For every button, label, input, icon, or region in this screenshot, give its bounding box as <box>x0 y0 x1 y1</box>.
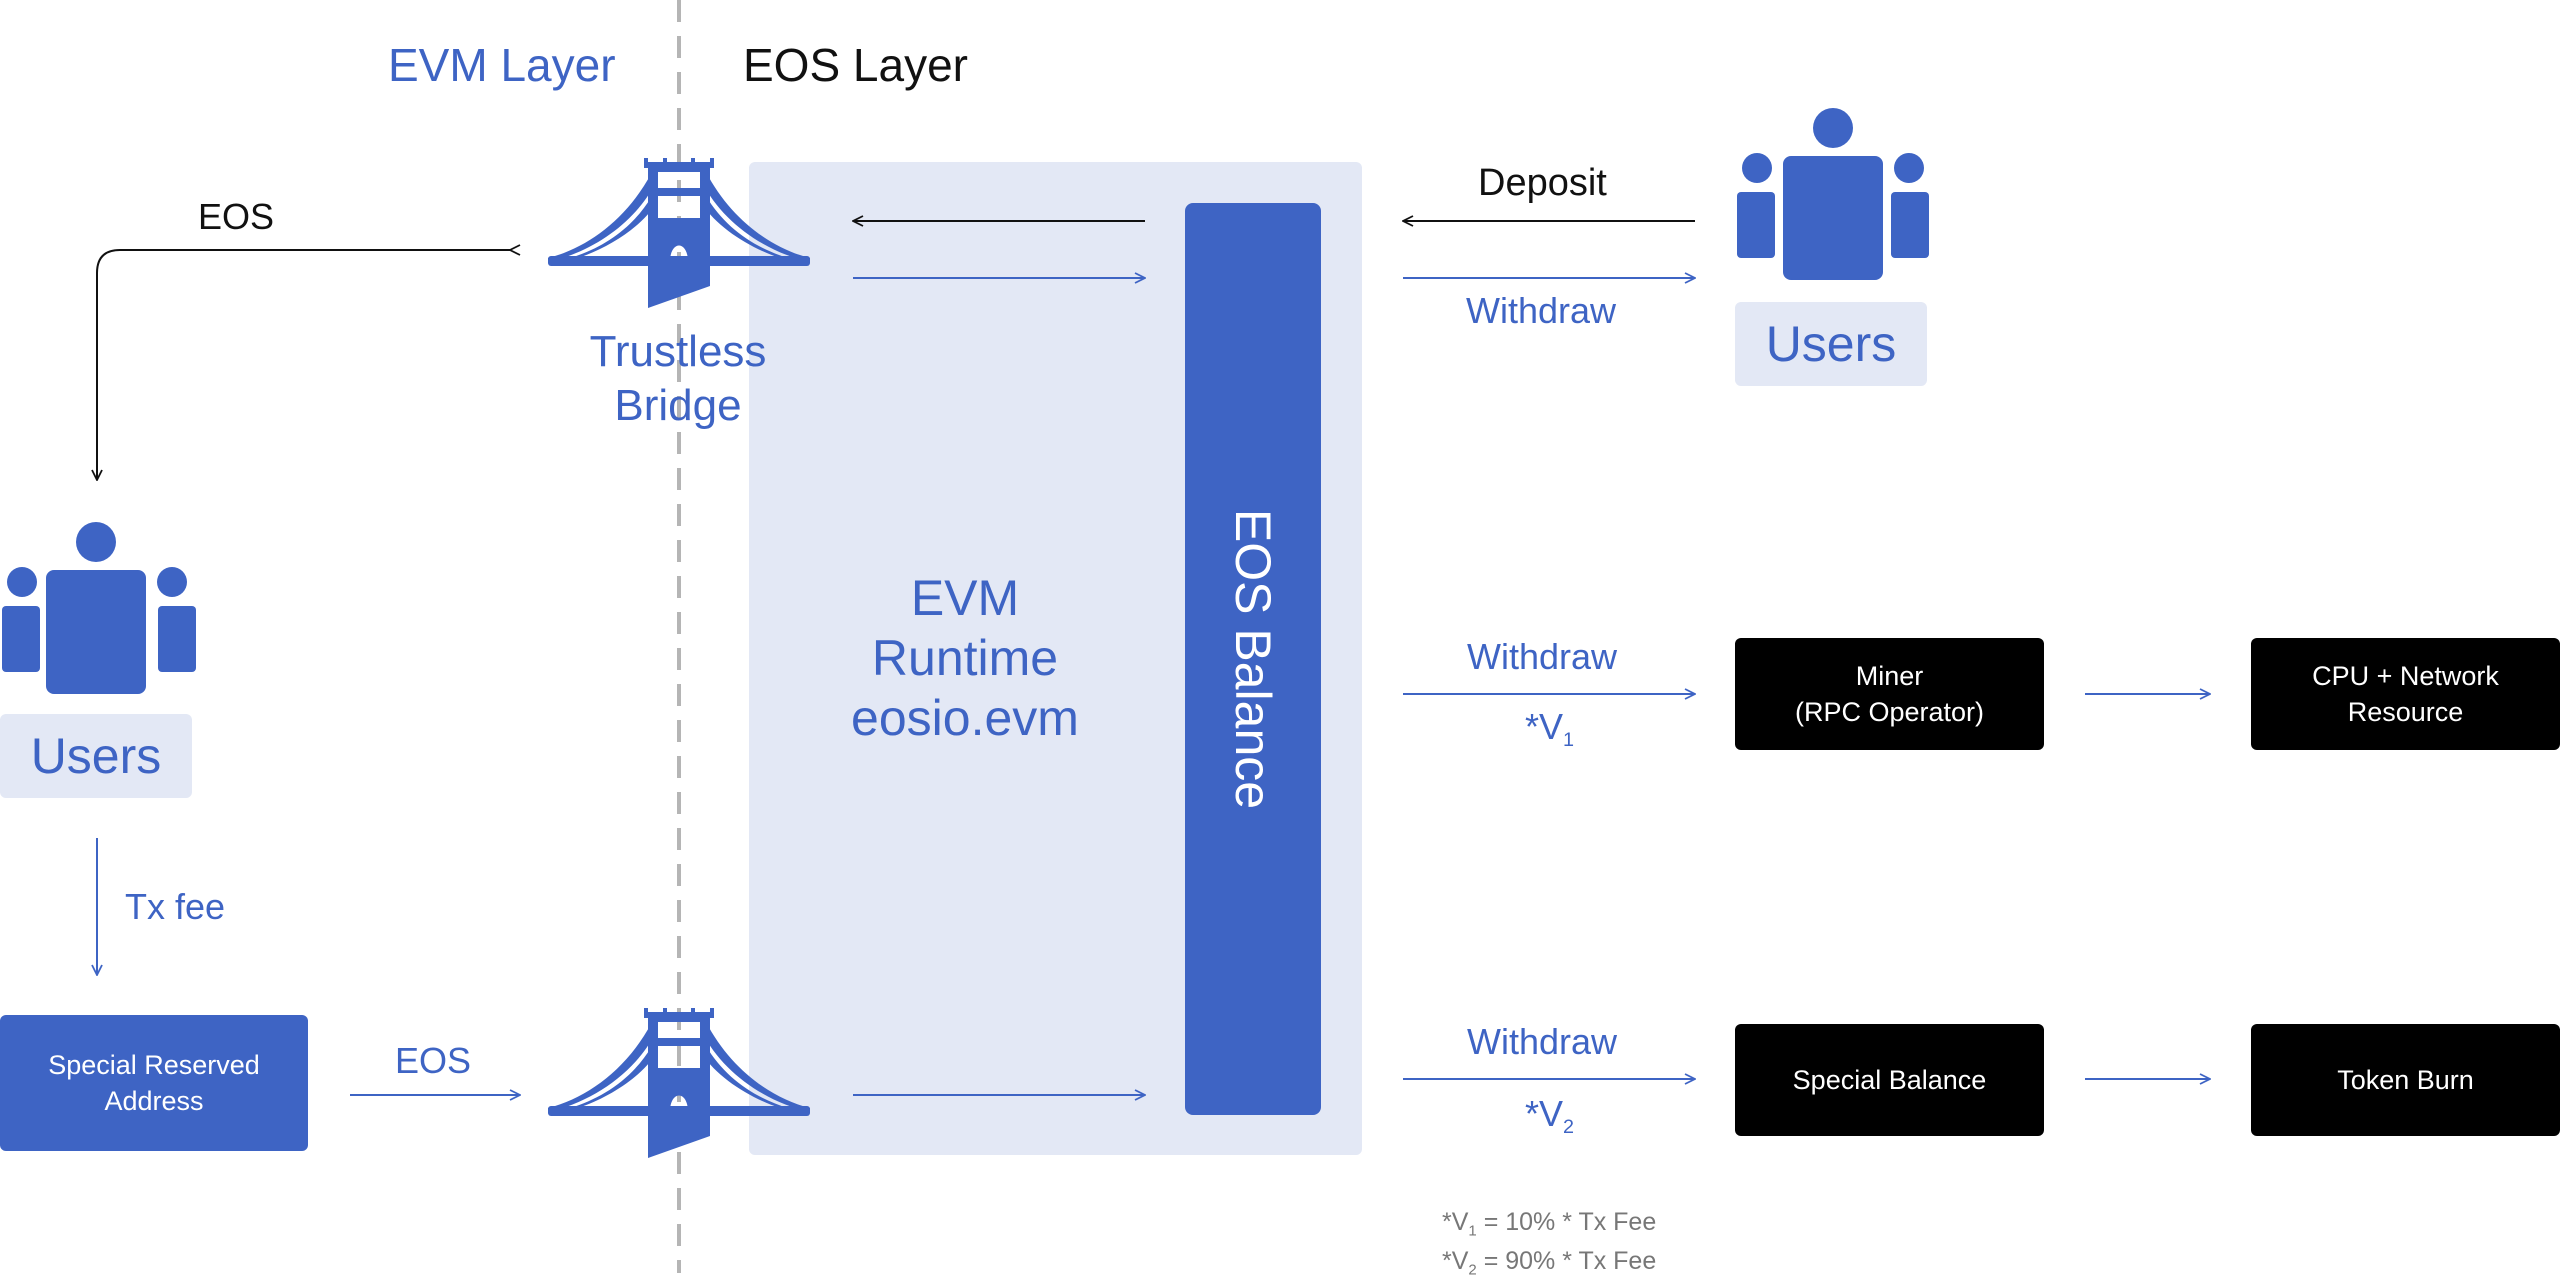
tx-fee-label: Tx fee <box>125 886 226 927</box>
v1-sub: 1 <box>1563 728 1575 751</box>
cpu-network-node: CPU + Network Resource <box>2251 638 2560 750</box>
miner-node: Miner (RPC Operator) <box>1735 638 2044 750</box>
miner-line2: (RPC Operator) <box>1794 697 1985 727</box>
eos-bottom-label: EOS <box>395 1040 472 1081</box>
eos-top-arrow <box>97 250 510 480</box>
v1-text: *V <box>1525 706 1564 747</box>
bridge-icon-bottom <box>548 1008 810 1158</box>
users-icon <box>1737 108 1929 280</box>
evm-layer-title: EVM Layer <box>388 39 616 91</box>
withdraw-top-label: Withdraw <box>1466 290 1617 331</box>
footnote-v1: *V1 = 10% * Tx Fee <box>1442 1208 1656 1239</box>
cpu-line1: CPU + Network <box>2312 661 2499 691</box>
footnote-v2-rest: = 90% * Tx Fee <box>1476 1247 1657 1275</box>
token-burn-node: Token Burn <box>2251 1024 2560 1136</box>
eos-balance-bar: EOS Balance <box>1185 203 1321 1115</box>
v2-label: *V2 <box>1525 1093 1574 1139</box>
footnote-v1-prefix: *V <box>1442 1208 1469 1236</box>
users-left-label: Users <box>0 714 192 798</box>
footnote-v2: *V2 = 90% * Tx Fee <box>1442 1247 1656 1278</box>
bridge-icon <box>548 158 810 308</box>
cpu-line2: Resource <box>2347 697 2464 727</box>
special-reserved-address-node: Special Reserved Address <box>0 1015 308 1151</box>
special-balance-node: Special Balance <box>1735 1024 2044 1136</box>
bridge-label-line1: Trustless <box>589 327 767 376</box>
withdraw-mid-label: Withdraw <box>1467 636 1618 677</box>
miner-line1: Miner <box>1855 661 1924 691</box>
bridge-label: Trustless Bridge <box>538 325 818 433</box>
footnote-v2-prefix: *V <box>1442 1247 1469 1275</box>
eos-layer-title: EOS Layer <box>743 39 968 91</box>
footnote-v1-rest: = 10% * Tx Fee <box>1476 1208 1657 1236</box>
v2-text: *V <box>1525 1093 1564 1134</box>
token-burn-label: Token Burn <box>2337 1065 2474 1095</box>
runtime-label: EVM Runtime eosio.evm <box>800 568 1130 748</box>
runtime-line2: Runtime <box>871 630 1059 686</box>
eos-top-label: EOS <box>198 196 275 237</box>
special-reserved-line2: Address <box>104 1086 204 1116</box>
users-icon-left <box>2 522 196 694</box>
runtime-line3: eosio.evm <box>851 690 1079 746</box>
footnote-v2-sub: 2 <box>1468 1261 1477 1278</box>
special-balance-label: Special Balance <box>1792 1065 1987 1095</box>
footnote-v1-sub: 1 <box>1468 1222 1477 1240</box>
v2-sub: 2 <box>1563 1115 1575 1138</box>
v1-label: *V1 <box>1525 706 1574 752</box>
runtime-line1: EVM <box>910 570 1020 626</box>
special-reserved-line1: Special Reserved <box>48 1050 260 1080</box>
deposit-label: Deposit <box>1478 162 1607 204</box>
bridge-label-line2: Bridge <box>614 381 742 430</box>
users-top-label: Users <box>1735 302 1927 386</box>
withdraw-bottom-label: Withdraw <box>1467 1021 1618 1062</box>
